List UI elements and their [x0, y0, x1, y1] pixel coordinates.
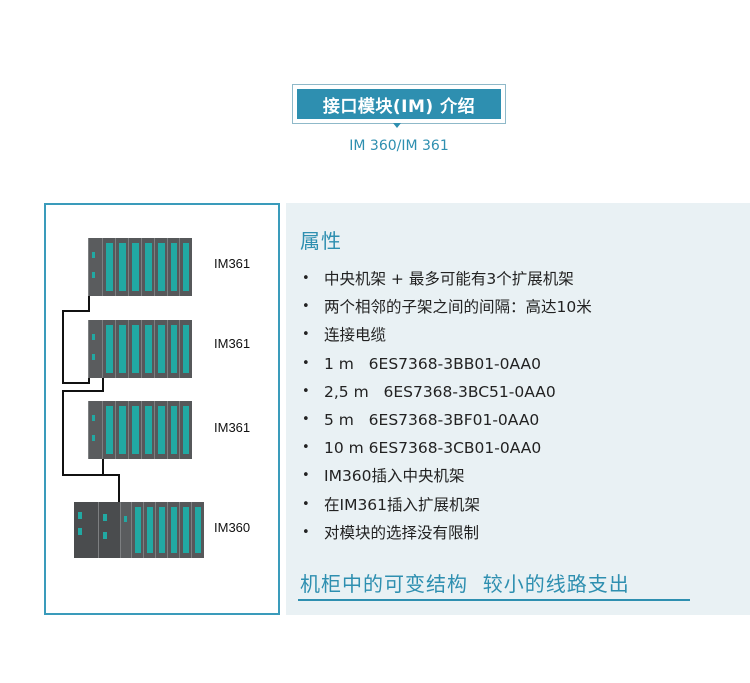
connecting-cable — [118, 474, 120, 502]
connecting-cable — [62, 310, 90, 312]
expansion-rack-1 — [88, 238, 192, 296]
io-module — [102, 320, 116, 378]
expansion-rack-2 — [88, 320, 192, 378]
io-module — [155, 502, 168, 558]
bullet-icon: • — [302, 271, 310, 286]
io-module — [143, 502, 156, 558]
bullet-icon: • — [302, 411, 310, 427]
page-title: 接口模块(IM) 介绍 — [297, 89, 501, 119]
connecting-cable — [62, 474, 120, 476]
io-module — [179, 320, 192, 378]
list-item: •IM360插入中央机架 — [300, 462, 592, 490]
connecting-cable — [102, 378, 104, 392]
title-banner: 接口模块(IM) 介绍 — [292, 84, 506, 128]
rack-label: IM361 — [214, 336, 251, 351]
bullet-icon: • — [302, 383, 310, 399]
list-item: •5 m 6ES7368-3BF01-0AA0 — [300, 406, 592, 434]
list-item: •中央机架 + 最多可能有3个扩展机架 — [300, 265, 592, 293]
page-subtitle: IM 360/IM 361 — [349, 138, 449, 154]
list-item: •1 m 6ES7368-3BB01-0AA0 — [300, 350, 592, 378]
io-module — [154, 401, 168, 459]
io-module — [179, 502, 192, 558]
properties-heading: 属性 — [300, 229, 342, 253]
bullet-icon: • — [302, 299, 310, 315]
io-module — [154, 320, 168, 378]
list-item: •在IM361插入扩展机架 — [300, 491, 592, 519]
bullet-icon: • — [302, 468, 310, 484]
io-module — [115, 320, 129, 378]
io-module — [128, 401, 142, 459]
io-module — [102, 238, 116, 296]
io-module — [167, 320, 180, 378]
led-icon — [103, 532, 107, 539]
connecting-cable — [88, 378, 90, 384]
led-icon — [92, 354, 95, 360]
io-module — [128, 320, 142, 378]
io-module — [102, 401, 116, 459]
io-module — [154, 238, 168, 296]
title-pointer-icon — [393, 123, 401, 128]
io-module — [128, 238, 142, 296]
im360-module — [120, 502, 132, 558]
bullet-icon: • — [302, 440, 310, 456]
properties-panel — [286, 203, 750, 615]
io-module — [141, 401, 155, 459]
list-item: •10 m 6ES7368-3CB01-0AA0 — [300, 434, 592, 462]
led-icon — [103, 514, 107, 521]
io-module — [141, 320, 155, 378]
bullet-icon: • — [302, 355, 310, 371]
led-icon — [92, 272, 95, 278]
im361-module — [88, 320, 103, 378]
connecting-cable — [102, 459, 104, 476]
summary-line: 机柜中的可变结构 较小的线路支出 — [300, 572, 630, 596]
connecting-cable — [62, 310, 64, 384]
io-module — [141, 238, 155, 296]
cpu-module — [98, 502, 121, 558]
led-icon — [92, 252, 95, 258]
properties-list: •中央机架 + 最多可能有3个扩展机架 •两个相邻的子架之间的间隔：高达10米 … — [300, 265, 592, 547]
led-icon — [92, 334, 95, 340]
bullet-icon: • — [302, 524, 310, 540]
summary-underline — [298, 599, 690, 601]
rack-label: IM360 — [214, 520, 251, 535]
bullet-icon: • — [302, 327, 310, 343]
led-icon — [124, 516, 127, 522]
io-module — [167, 401, 180, 459]
power-supply-module — [74, 502, 98, 558]
io-module — [115, 238, 129, 296]
io-module — [167, 502, 180, 558]
io-module — [191, 502, 204, 558]
connecting-cable — [62, 382, 90, 384]
im361-module — [88, 401, 103, 459]
led-icon — [78, 528, 82, 535]
connecting-cable — [62, 390, 104, 392]
list-item: •2,5 m 6ES7368-3BC51-0AA0 — [300, 378, 592, 406]
rack-label: IM361 — [214, 420, 251, 435]
led-icon — [92, 435, 95, 441]
expansion-rack-3 — [88, 401, 192, 459]
central-rack — [74, 502, 204, 558]
io-module — [179, 401, 192, 459]
io-module — [131, 502, 144, 558]
list-item: •两个相邻的子架之间的间隔：高达10米 — [300, 293, 592, 321]
connecting-cable — [88, 296, 90, 312]
im361-module — [88, 238, 103, 296]
io-module — [179, 238, 192, 296]
connecting-cable — [62, 390, 64, 476]
led-icon — [92, 415, 95, 421]
rack-label: IM361 — [214, 256, 251, 271]
list-item: •对模块的选择没有限制 — [300, 519, 592, 547]
io-module — [115, 401, 129, 459]
bullet-icon: • — [302, 496, 310, 512]
list-item: •连接电缆 — [300, 321, 592, 349]
led-icon — [78, 512, 82, 519]
io-module — [167, 238, 180, 296]
